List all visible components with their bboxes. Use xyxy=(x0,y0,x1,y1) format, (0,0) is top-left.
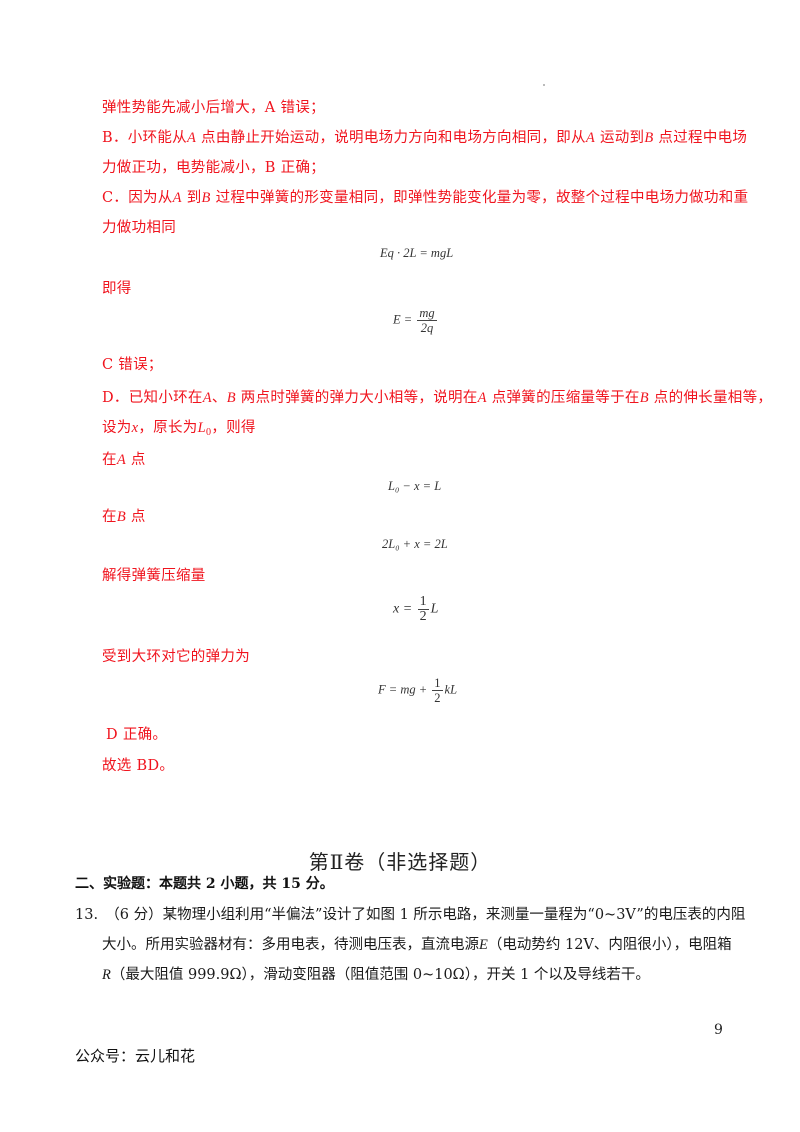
answer-line-conclusion: 故选 BD。 xyxy=(102,757,174,775)
var-b: B xyxy=(644,130,654,146)
text: 、 xyxy=(211,390,227,406)
var-b: B xyxy=(201,190,211,206)
eq-lhs: x = xyxy=(393,601,416,617)
text: 在 xyxy=(102,452,117,468)
equation-at-a: L₀ − x = L xyxy=(388,479,442,493)
question-13-line-2: 大小。所用实验器材有：多用电表，待测电压表，直流电源E（电动势约 12V、内阻很… xyxy=(102,936,732,954)
text: 点 xyxy=(125,452,146,468)
answer-line-a-conclusion: 弹性势能先减小后增大，A 错误； xyxy=(102,99,325,117)
text: 故选 BD。 xyxy=(102,758,175,774)
text: D．已知小环在 xyxy=(102,390,203,406)
eq-lhs: F = mg + xyxy=(378,682,431,697)
answer-line-d-1: D．已知小环在A、B 两点时弹簧的弹力大小相等，说明在A 点弹簧的压缩量等于在B… xyxy=(102,389,772,407)
answer-line-d-correct: D 正确。 xyxy=(106,726,167,744)
var-l: L xyxy=(197,420,206,436)
var-a: A xyxy=(186,130,197,146)
var-a: A xyxy=(202,390,212,406)
text: 点的伸长量相等， xyxy=(648,390,773,406)
text: ，原长为 xyxy=(138,420,198,436)
text: ，则得 xyxy=(211,420,256,436)
text: 力做正功，电势能减小，B 正确； xyxy=(102,160,326,176)
text: 点 xyxy=(125,509,146,525)
var-a: A xyxy=(477,390,487,406)
question-13-line-1: 13. （6 分）某物理小组利用“半偏法”设计了如图 1 所示电路，来测量一量程… xyxy=(75,907,746,923)
eq-rhs: L xyxy=(430,601,439,617)
answer-line-c-wrong: C 错误； xyxy=(102,356,163,374)
text: 点由静止开始运动，说明电场力方向和电场方向相同，即从 xyxy=(196,130,586,146)
numerator: 1 xyxy=(417,594,429,610)
answer-line-at-a: 在A 点 xyxy=(102,451,146,469)
denominator: 2q xyxy=(420,321,434,335)
text: C 错误； xyxy=(102,357,163,373)
text: D 正确。 xyxy=(106,727,168,743)
answer-line-c-2: 力做功相同 xyxy=(102,219,176,237)
eq-lhs: E = xyxy=(393,312,416,327)
numerator: 1 xyxy=(432,676,443,691)
var-a: A xyxy=(116,452,126,468)
answer-line-force: 受到大环对它的弹力为 xyxy=(102,648,250,666)
var-a: A xyxy=(172,190,182,206)
answer-line-b-1: B．小环能从A 点由静止开始运动，说明电场力方向和电场方向相同，即从A 运动到B… xyxy=(102,129,747,147)
text: 设为 xyxy=(102,420,132,436)
text: （电动势约 12V、内阻很小），电阻箱 xyxy=(487,937,732,953)
text: 点过程中电场 xyxy=(653,130,748,146)
text: （最大阻值 999.9Ω），滑动变阻器（阻值范围 0~10Ω），开关 1 个以及… xyxy=(110,967,650,983)
page-number: 9 xyxy=(714,1022,723,1038)
equation-work: Eq · 2L = mgL xyxy=(380,246,454,260)
footer-watermark: 公众号：云儿和花 xyxy=(75,1047,196,1065)
text: 两点时弹簧的弹力大小相等，说明在 xyxy=(235,390,478,406)
answer-line-c-1: C．因为从A 到B 过程中弹簧的形变量相同，即弹性势能变化量为零，故整个过程中电… xyxy=(102,189,748,207)
text: 即得 xyxy=(102,281,132,297)
subscript: 0 xyxy=(205,427,212,439)
text: 到 xyxy=(181,190,202,206)
denominator: 2 xyxy=(434,691,441,705)
speck-mark xyxy=(543,84,545,86)
var-r: R xyxy=(102,967,111,983)
answer-line-jide: 即得 xyxy=(102,280,132,298)
text: 解得弹簧压缩量 xyxy=(102,568,206,584)
answer-line-solve: 解得弹簧压缩量 xyxy=(102,567,206,585)
part-heading: 第Ⅱ卷（非选择题） xyxy=(308,850,492,874)
text: 受到大环对它的弹力为 xyxy=(102,649,250,665)
text: C．因为从 xyxy=(102,190,173,206)
answer-text: 弹性势能先减小后增大，A 错误； xyxy=(102,100,325,116)
text: B．小环能从 xyxy=(102,130,187,146)
equation-at-b: 2L₀ + x = 2L xyxy=(382,537,448,551)
text: 过程中弹簧的形变量相同，即弹性势能变化量为零，故整个过程中电场力做功和重 xyxy=(210,190,749,206)
denominator: 2 xyxy=(419,609,427,624)
text: 在 xyxy=(102,509,117,525)
var-b: B xyxy=(116,509,126,525)
text: 运动到 xyxy=(595,130,645,146)
var-x: x xyxy=(131,420,139,436)
var-b: B xyxy=(639,390,649,406)
question-13-line-3: R（最大阻值 999.9Ω），滑动变阻器（阻值范围 0~10Ω），开关 1 个以… xyxy=(102,966,650,984)
answer-line-b-2: 力做正功，电势能减小，B 正确； xyxy=(102,159,325,177)
eq-rhs: kL xyxy=(444,682,458,697)
section-heading: 二、实验题：本题共 2 小题，共 15 分。 xyxy=(75,876,334,892)
text: 力做功相同 xyxy=(102,220,176,236)
var-e: E xyxy=(479,937,488,953)
answer-line-d-2: 设为x，原长为L0，则得 xyxy=(102,419,256,442)
var-a: A xyxy=(585,130,596,146)
numerator: mg xyxy=(417,306,437,321)
var-b: B xyxy=(226,390,236,406)
text: 大小。所用实验器材有：多用电表，待测电压表，直流电源 xyxy=(102,937,479,953)
text: 点弹簧的压缩量等于在 xyxy=(486,390,640,406)
answer-line-at-b: 在B 点 xyxy=(102,508,146,526)
